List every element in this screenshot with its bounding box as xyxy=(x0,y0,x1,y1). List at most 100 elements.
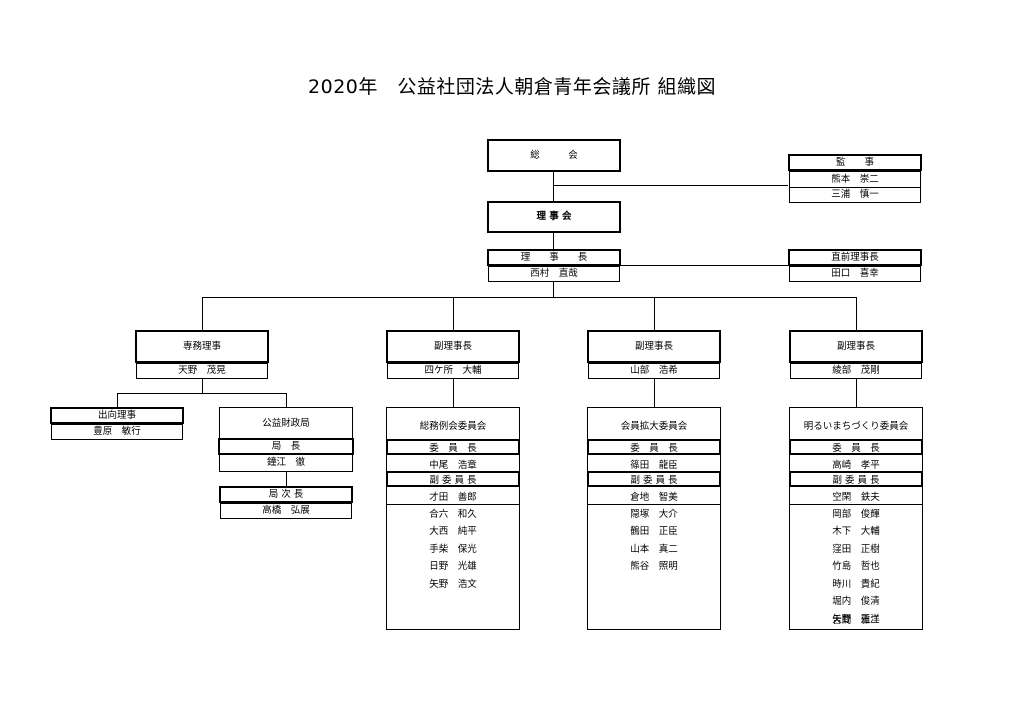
auditors-label: 監 事 xyxy=(835,156,874,168)
committee-member: 竹島 哲也 xyxy=(832,561,880,573)
connector-auditors xyxy=(553,185,788,186)
committee-chair-label: 委 員 長 xyxy=(386,439,520,455)
committee-chair-label: 委 員 長 xyxy=(789,439,923,455)
auditor-name: 三浦 慎一 xyxy=(790,187,920,202)
executive-label: 副理事長 xyxy=(433,340,472,352)
committee-vice-name: 才田 善郎 xyxy=(429,491,477,503)
committee-chair-name: 篠田 龍臣 xyxy=(630,459,678,471)
connector-seconded xyxy=(117,393,118,407)
auditors-header: 監 事 xyxy=(788,154,922,171)
page-title: 2020年 公益社団法人朝倉青年会議所 組織図 xyxy=(308,76,716,98)
auditors-names-box: 熊本 崇二 三浦 慎一 xyxy=(789,171,921,203)
executive-box: 副理事長 xyxy=(587,330,721,363)
committee-member: 隠塚 大介 xyxy=(630,508,678,520)
board-label: 理 事 会 xyxy=(536,211,572,223)
connector-exec-2 xyxy=(453,297,454,330)
connector-exec-3 xyxy=(654,297,655,330)
committee-name: 会員拡大委員会 xyxy=(620,420,688,432)
members-divider xyxy=(790,504,922,505)
executive-box: 副理事長 xyxy=(386,330,520,363)
auditor-name: 熊本 崇二 xyxy=(831,173,879,185)
board-box: 理 事 会 xyxy=(487,201,621,233)
connector-past-president xyxy=(620,265,788,266)
bureau-deputy-header: 局 次 長 xyxy=(219,486,353,503)
executive-name: 綾部 茂剛 xyxy=(832,365,880,377)
bureau-chief-name: 鐘江 徹 xyxy=(266,457,305,469)
committee-chair-label: 委 員 長 xyxy=(587,439,721,455)
members-divider xyxy=(387,504,519,505)
committee-member: 合六 和久 xyxy=(429,508,477,520)
committee-chair-name: 中尾 浩章 xyxy=(429,459,477,471)
connector-committee-3 xyxy=(856,378,857,407)
committee-member: 舌間 雅二 xyxy=(832,614,880,626)
committee-member: 岡部 俊輝 xyxy=(832,508,880,520)
bureau-chief-header: 局 長 xyxy=(218,438,354,455)
president-name: 西村 直哉 xyxy=(530,268,578,280)
president-name-box: 西村 直哉 xyxy=(488,266,620,282)
general-assembly-box: 総 会 xyxy=(487,139,621,172)
bureau-deputy-name: 高橋 弘展 xyxy=(262,505,310,517)
committee-member: 時川 貴紀 xyxy=(832,578,880,590)
connector-director-down xyxy=(202,378,203,393)
executive-name-box: 天野 茂晃 xyxy=(136,363,268,379)
executive-name: 天野 茂晃 xyxy=(178,365,226,377)
executive-box: 副理事長 xyxy=(789,330,923,363)
committee-member: 熊谷 照明 xyxy=(630,561,678,573)
executive-label: 副理事長 xyxy=(634,340,673,352)
executive-name: 山部 浩希 xyxy=(630,365,678,377)
president-label: 理 事 長 xyxy=(520,251,588,263)
connector-exec-1 xyxy=(202,297,203,330)
bureau-deputy-name-box: 高橋 弘展 xyxy=(220,503,352,519)
committee-vice-label: 副 委 員 長 xyxy=(587,471,721,487)
committee-member: 木下 大輔 xyxy=(832,526,880,538)
president-header: 理 事 長 xyxy=(487,249,621,266)
seconded-director-name: 豊原 敏行 xyxy=(93,426,141,438)
seconded-director-name-box: 豊原 敏行 xyxy=(51,424,183,440)
executive-label: 専務理事 xyxy=(182,340,221,352)
committee-chair-name: 高崎 孝平 xyxy=(832,459,880,471)
members-divider xyxy=(588,504,720,505)
finance-bureau-label: 公益財政局 xyxy=(262,417,310,429)
committee-vice-label: 副 委 員 長 xyxy=(789,471,923,487)
committee-column: 会員拡大委員会 委 員 長 篠田 龍臣 副 委 員 長 倉地 智美 隠塚 大介 … xyxy=(587,407,721,630)
executive-label: 副理事長 xyxy=(836,340,875,352)
past-president-name: 田口 喜幸 xyxy=(831,268,879,280)
connector-committee-2 xyxy=(654,378,655,407)
committee-member: 矢野 正洋 xyxy=(832,613,880,625)
committee-member: 山本 真二 xyxy=(630,543,678,555)
connector-executives-bus xyxy=(202,297,856,298)
executive-name-box: 山部 浩希 xyxy=(588,363,720,379)
connector-committee-1 xyxy=(453,378,454,407)
past-president-header: 直前理事長 xyxy=(788,249,922,266)
bureau-deputy-label: 局 次 長 xyxy=(268,488,304,500)
seconded-director-label: 出向理事 xyxy=(97,409,136,421)
committee-vice-name: 空閑 鉄夫 xyxy=(832,491,880,503)
past-president-label: 直前理事長 xyxy=(831,251,879,263)
past-president-name-box: 田口 喜幸 xyxy=(789,266,921,282)
committee-vice-name: 倉地 智美 xyxy=(630,491,678,503)
seconded-director-header: 出向理事 xyxy=(50,407,184,424)
committee-member: 堀内 俊清 xyxy=(832,596,880,608)
connector-assembly-board xyxy=(553,171,554,201)
committee-name: 明るいまちづくり委員会 xyxy=(803,420,909,432)
executive-name: 四ケ所 大輔 xyxy=(424,365,482,377)
committee-column: 明るいまちづくり委員会 委 員 長 高崎 孝平 副 委 員 長 空閑 鉄夫 岡部… xyxy=(789,407,923,630)
committee-member: 鶴田 正臣 xyxy=(630,526,678,538)
committee-member: 矢野 浩文 xyxy=(429,578,477,590)
connector-exec-4 xyxy=(856,297,857,330)
committee-vice-label: 副 委 員 長 xyxy=(386,471,520,487)
connector-director-bus xyxy=(117,393,286,394)
committee-column: 総務例会委員会 委 員 長 中尾 浩章 副 委 員 長 才田 善郎 合六 和久 … xyxy=(386,407,520,630)
general-assembly-label: 総 会 xyxy=(530,149,578,161)
committee-member: 窪田 正樹 xyxy=(832,543,880,555)
connector-finance xyxy=(286,393,287,407)
executive-name-box: 四ケ所 大輔 xyxy=(387,363,519,379)
connector-chief-deputy xyxy=(286,471,287,486)
committee-name: 総務例会委員会 xyxy=(419,420,487,432)
connector-board-president xyxy=(553,232,554,249)
committee-member: 日野 光雄 xyxy=(429,561,477,573)
bureau-chief-label: 局 長 xyxy=(271,440,301,452)
committee-member: 手柴 保光 xyxy=(429,543,477,555)
connector-president-down xyxy=(553,281,554,297)
